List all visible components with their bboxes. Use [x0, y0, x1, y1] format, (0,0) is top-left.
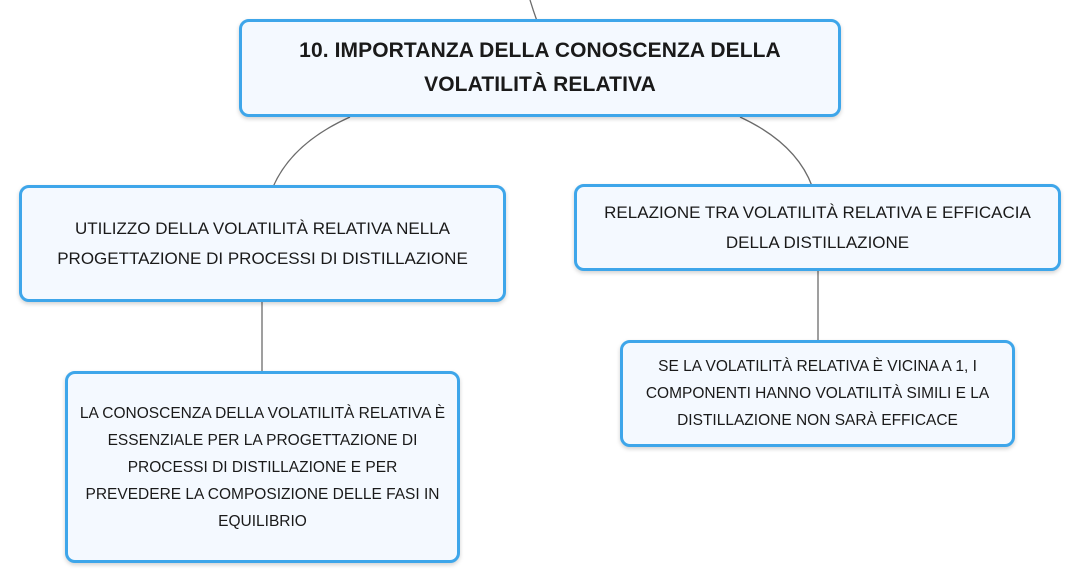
root-topic-node[interactable]: 10. IMPORTANZA DELLA CONOSCENZA DELLA VO… [239, 19, 841, 117]
detail-label-volatility-near-one: SE LA VOLATILITÀ RELATIVA È VICINA A 1, … [645, 358, 990, 429]
subtopic-label-efficacy-relation: RELAZIONE TRA VOLATILITÀ RELATIVA E EFFI… [604, 202, 1031, 252]
connector-root-to-left-branch [272, 116, 351, 188]
detail-node-knowledge-essential[interactable]: LA CONOSCENZA DELLA VOLATILITÀ RELATIVA … [65, 371, 460, 563]
detail-node-volatility-near-one[interactable]: SE LA VOLATILITÀ RELATIVA È VICINA A 1, … [620, 340, 1015, 447]
subtopic-node-efficacy-relation[interactable]: RELAZIONE TRA VOLATILITÀ RELATIVA E EFFI… [574, 184, 1061, 271]
root-topic-label: 10. IMPORTANZA DELLA CONOSCENZA DELLA VO… [299, 39, 781, 96]
subtopic-node-design-use[interactable]: UTILIZZO DELLA VOLATILITÀ RELATIVA NELLA… [19, 185, 506, 302]
detail-label-knowledge-essential: LA CONOSCENZA DELLA VOLATILITÀ RELATIVA … [79, 404, 446, 530]
connector-root-to-right-branch [739, 116, 813, 187]
connector-incoming-root [529, 0, 538, 22]
subtopic-label-design-use: UTILIZZO DELLA VOLATILITÀ RELATIVA NELLA… [57, 218, 468, 268]
